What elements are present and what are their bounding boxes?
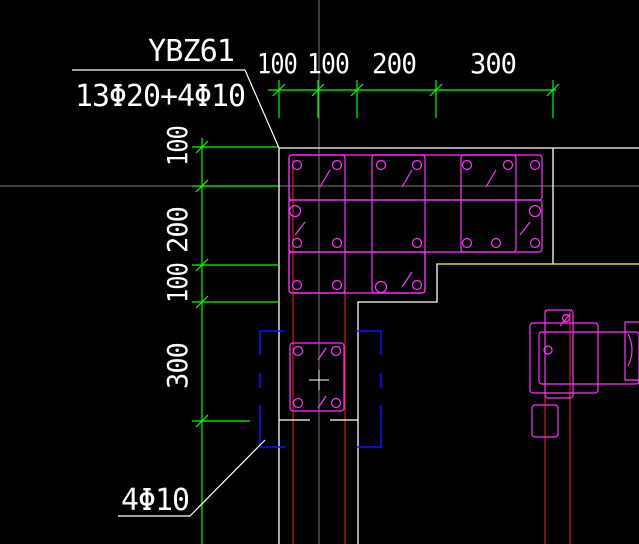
top-dimension-3: 200: [372, 47, 416, 80]
left-dimension-3: 100: [161, 263, 194, 303]
top-dimension-1: 100: [257, 47, 297, 80]
top-dimension-2: 100: [307, 47, 349, 80]
label-leaders: [72, 69, 280, 517]
left-dimension-1: 100: [161, 126, 194, 166]
left-dimension-line: [192, 138, 278, 544]
rebar-bars: [288, 159, 542, 294]
column-outline: [259, 330, 382, 448]
column-rebar: [289, 342, 345, 412]
left-dimension-4: 300: [161, 343, 194, 389]
top-dimension-4: 300: [470, 47, 516, 80]
top-dimension-line: [268, 80, 560, 118]
wall-outline: [278, 147, 639, 544]
beam-detail: [529, 309, 639, 438]
column-reinforcement-label: 13Φ20+4Φ10: [75, 79, 245, 114]
edge-member-rebar: [288, 154, 543, 294]
crosshair-cursor-icon: [309, 370, 329, 390]
left-dimension-2: 200: [161, 207, 194, 253]
column-name-label: YBZ61: [148, 34, 234, 69]
axis-lines: [292, 160, 571, 544]
small-column-reinforcement-label: 4Φ10: [121, 483, 189, 518]
